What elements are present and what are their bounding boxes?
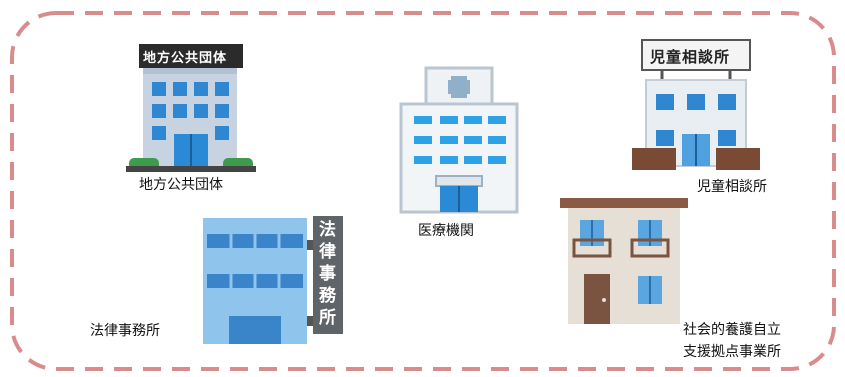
law-office-icon [203,216,343,344]
child-center-label: 児童相談所 [697,179,767,195]
law-office-label: 法律事務所 [90,323,160,339]
child-center-sign: 児童相談所 [650,48,731,66]
law-sign-char: 法 [319,220,337,240]
child-guidance-center-icon [632,39,760,170]
law-office-vertical-sign: 法 律 事 務 所 [315,219,341,329]
law-sign-char: 律 [319,242,337,262]
residential-house-icon [560,198,688,324]
government-office-label: 地方公共団体 [139,177,223,193]
law-sign-char: 事 [319,264,337,284]
social-care-label-line-2: 支援拠点事業所 [683,344,781,360]
social-care-label: 社会的養護自立 支援拠点事業所 [683,319,781,363]
social-care-label-line-1: 社会的養護自立 [683,322,781,338]
law-sign-char: 務 [319,286,337,306]
hospital-icon [399,66,519,214]
government-office-icon [126,44,256,172]
government-office-sign: 地方公共団体 [143,51,228,66]
hospital-label: 医療機関 [418,223,474,239]
law-sign-char: 所 [319,308,337,328]
